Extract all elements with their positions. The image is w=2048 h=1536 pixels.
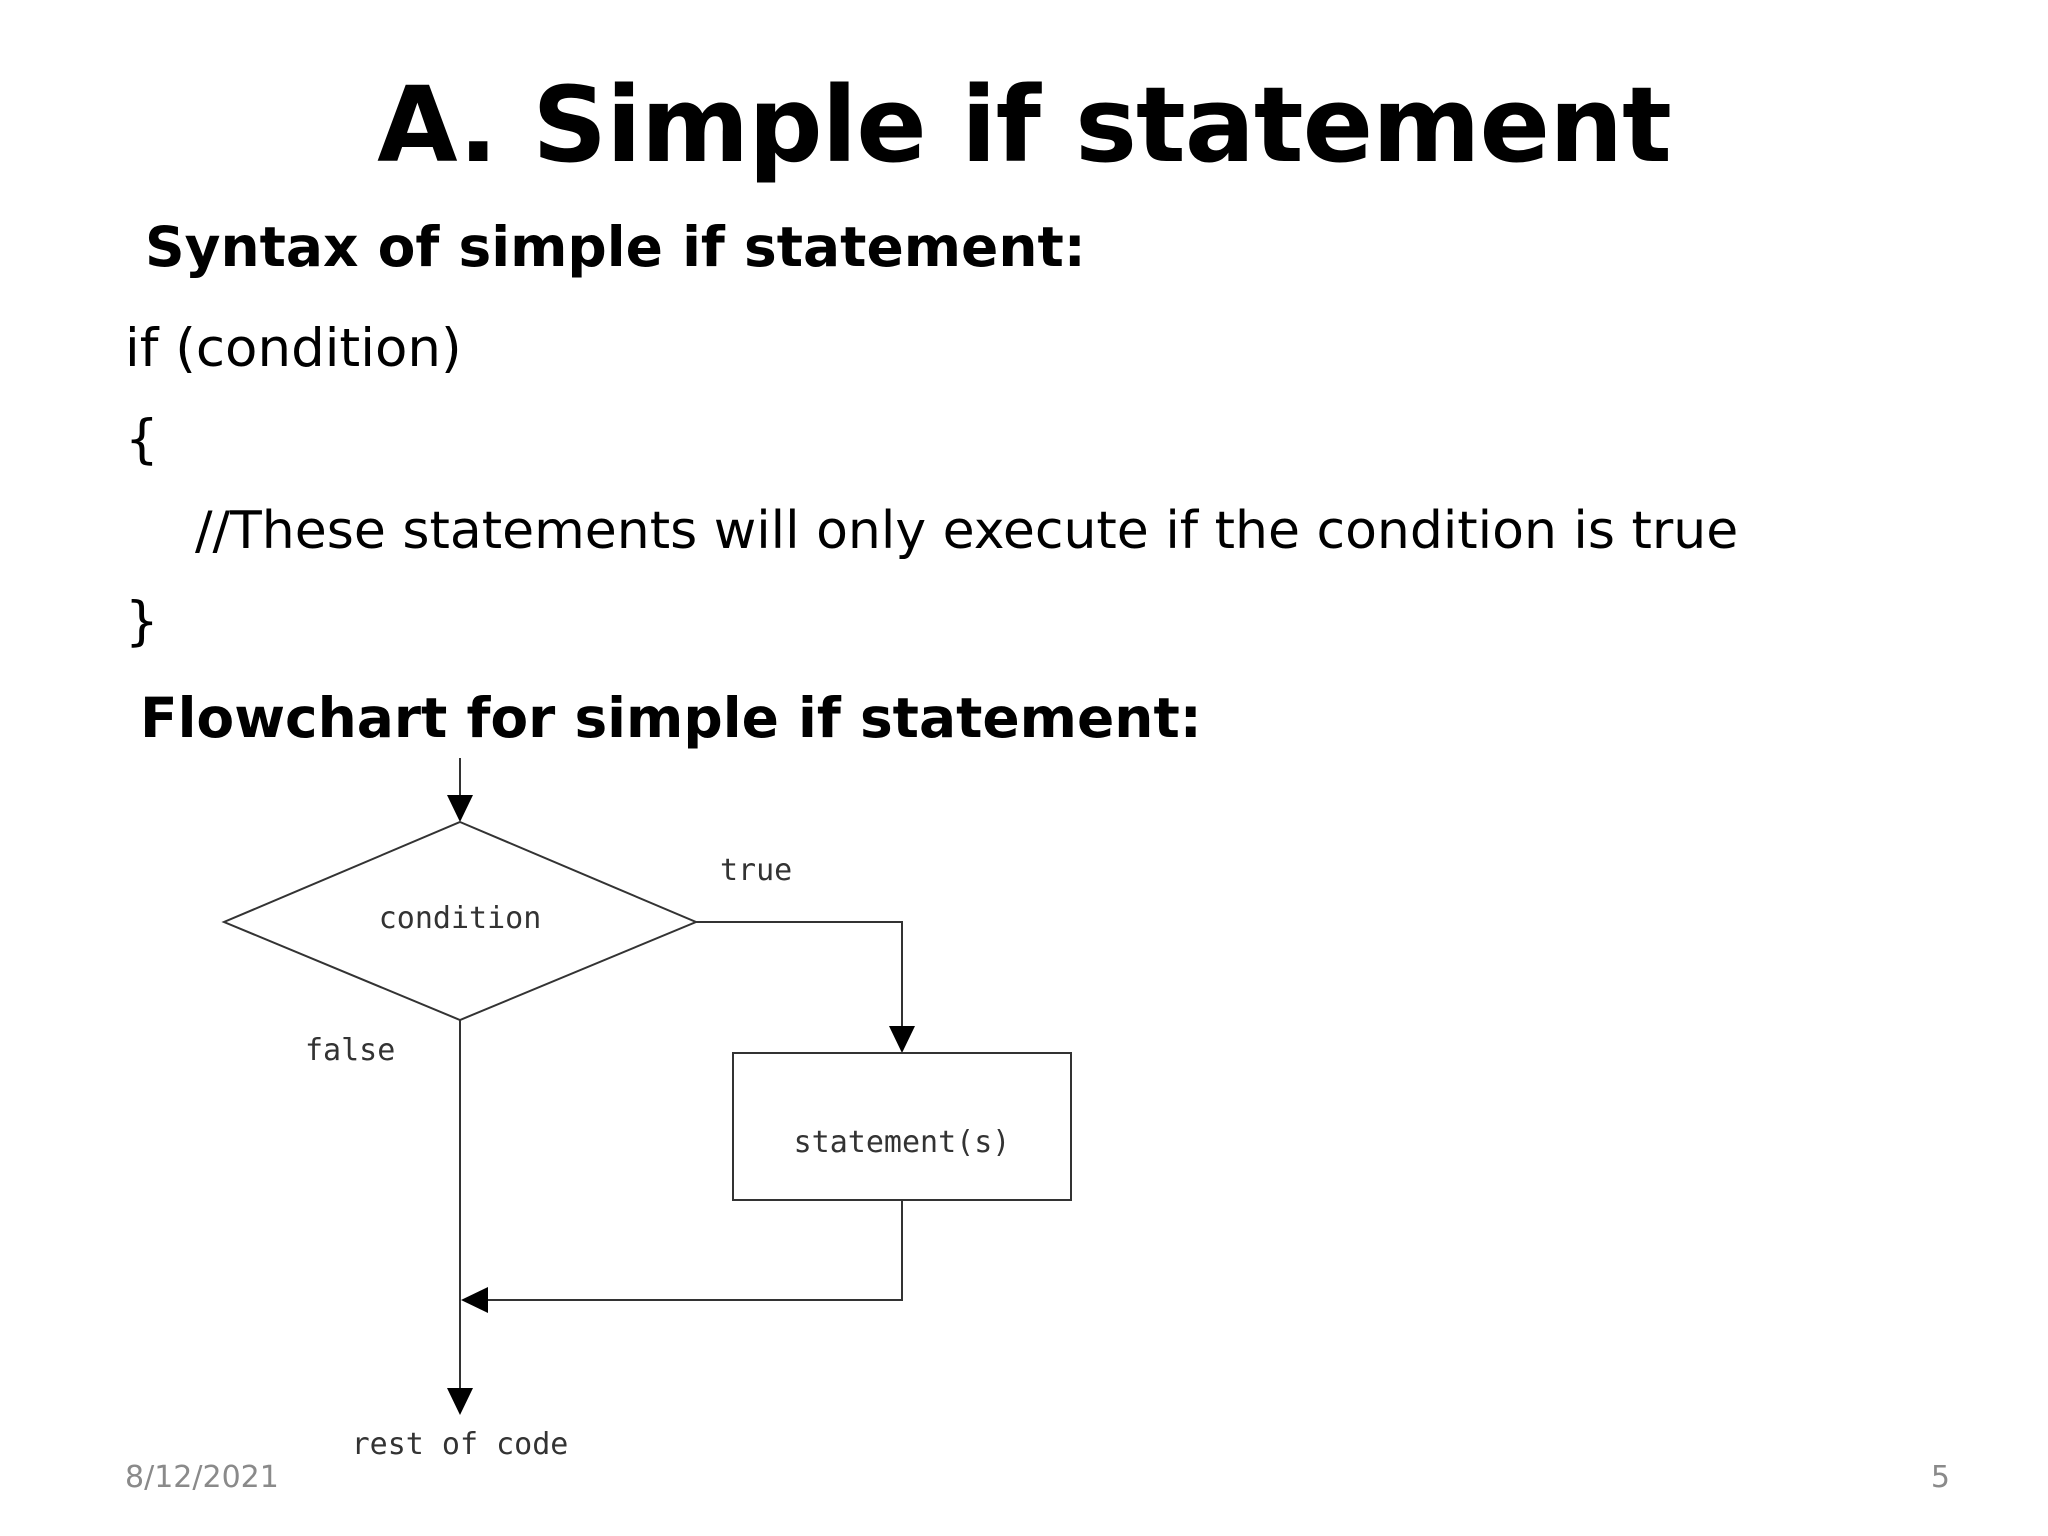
merge-connector: [461, 1200, 903, 1313]
page-number: 5: [1930, 1460, 1950, 1495]
decision-label: condition: [379, 901, 542, 936]
statement-label: statement(s): [794, 1125, 1011, 1160]
entry-arrow: [447, 758, 473, 822]
code-line-open-brace: {: [125, 409, 159, 470]
true-branch-connector: [696, 921, 915, 1053]
rest-of-code-label: rest of code: [352, 1427, 569, 1462]
statement-box: [732, 1052, 1072, 1201]
false-branch-connector: [447, 1020, 473, 1415]
code-line-close-brace: }: [125, 591, 159, 652]
slide-title: A. Simple if statement: [377, 64, 1672, 186]
true-label: true: [720, 853, 792, 888]
false-label: false: [305, 1033, 395, 1068]
code-line-comment: //These statements will only execute if …: [195, 501, 1739, 561]
flowchart-heading: Flowchart for simple if statement:: [140, 686, 1202, 750]
syntax-heading: Syntax of simple if statement:: [145, 215, 1086, 279]
code-line-if: if (condition): [125, 318, 462, 379]
footer-date: 8/12/2021: [125, 1460, 279, 1495]
